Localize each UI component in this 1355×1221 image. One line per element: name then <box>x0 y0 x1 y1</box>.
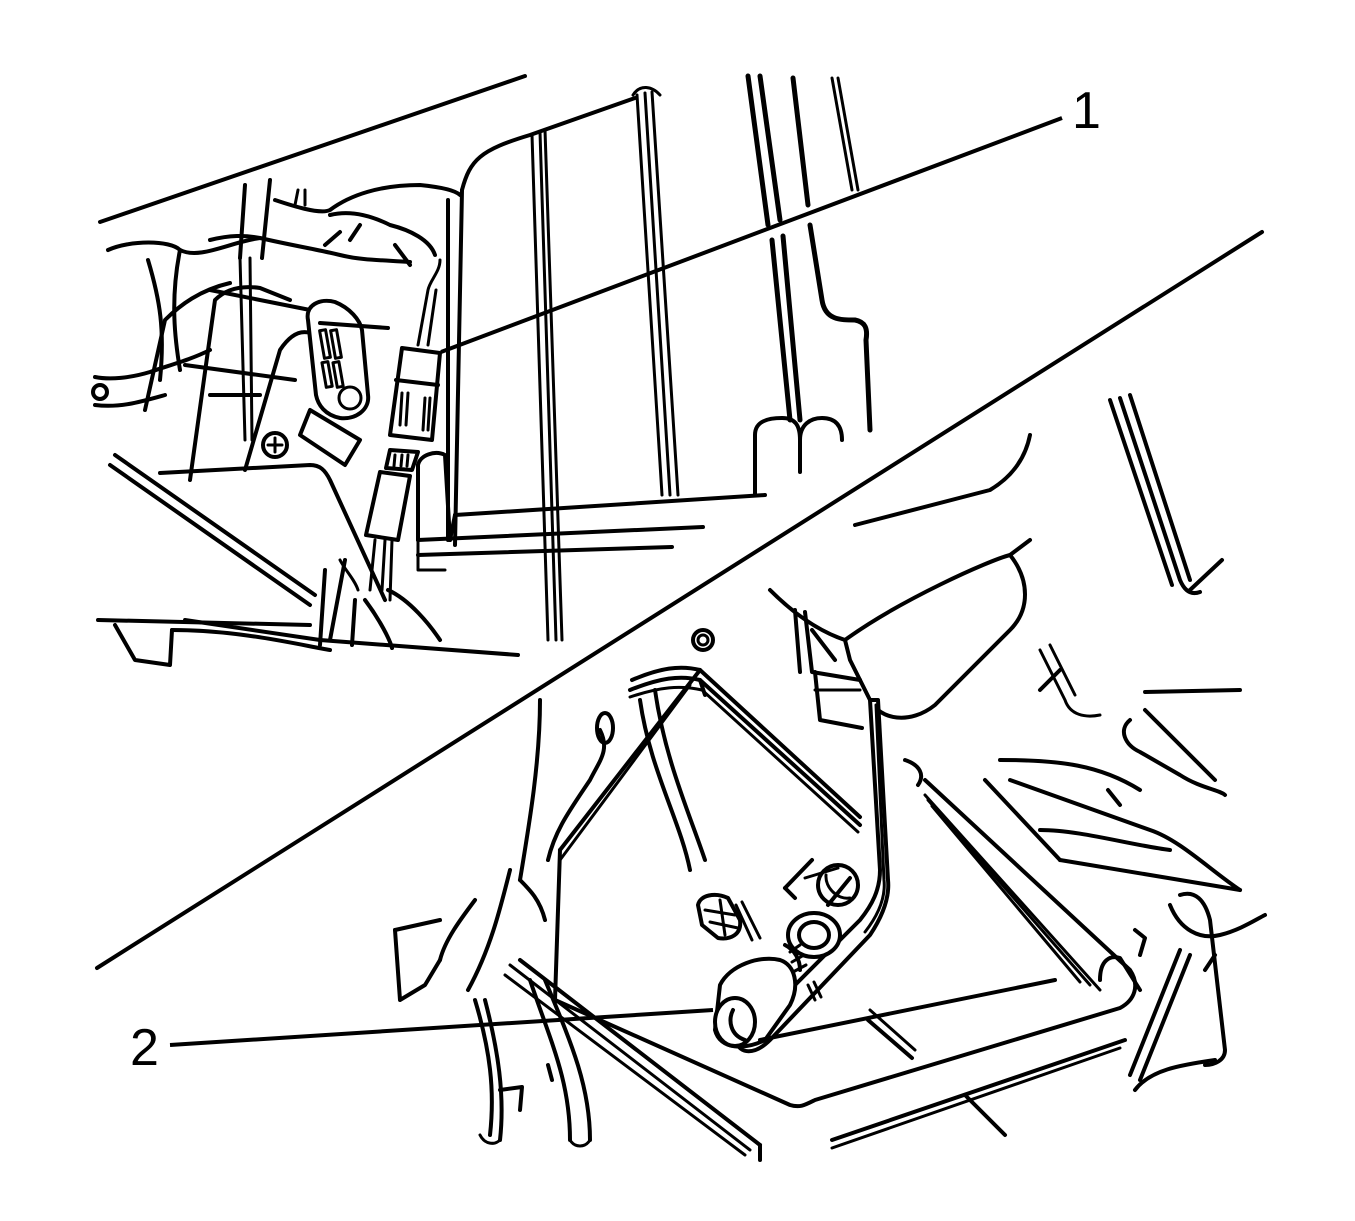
callout-1-leader <box>440 116 1063 354</box>
lower-panel <box>393 393 1267 1162</box>
upper-panel <box>91 73 873 667</box>
callout-2-label: 2 <box>130 1019 159 1077</box>
callout-1-label: 1 <box>1072 82 1101 140</box>
callout-2-leader <box>169 1008 714 1047</box>
callout-leaders <box>169 116 1063 1047</box>
panel-divider <box>95 230 1264 970</box>
electrical-connector <box>364 258 442 602</box>
fastener-bolt <box>713 911 842 1049</box>
